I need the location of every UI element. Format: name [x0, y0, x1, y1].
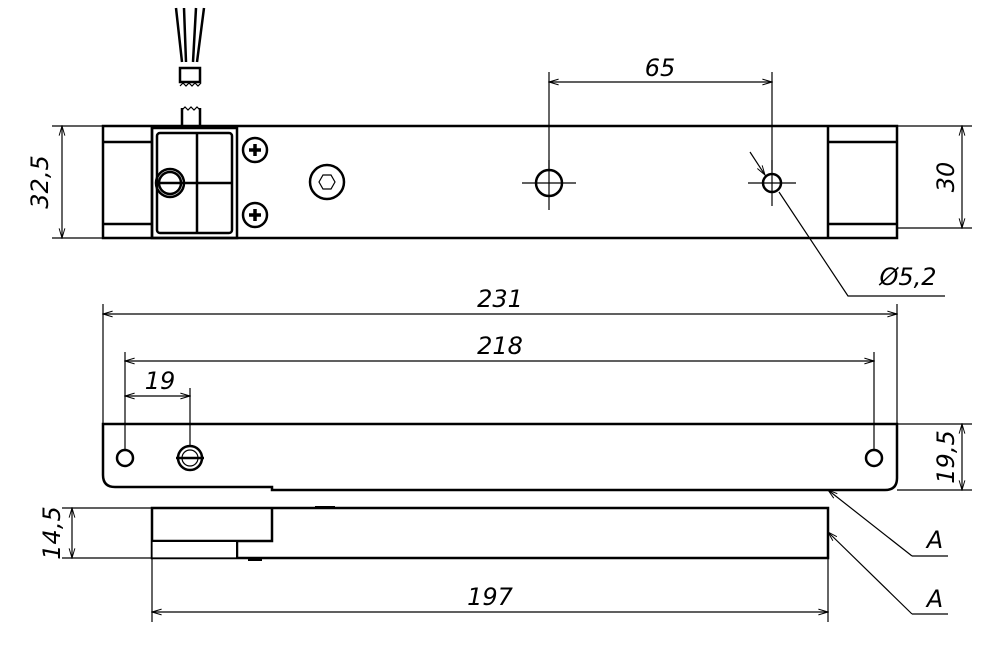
callout-label: A	[925, 585, 943, 613]
dimension-label: 32,5	[26, 155, 54, 208]
armature-plate	[150, 506, 830, 561]
dimension-19-5: 19,5	[897, 424, 972, 490]
screw-icon	[176, 444, 204, 472]
screw-icon	[241, 201, 269, 229]
dimension-label: 218	[477, 332, 523, 360]
dimension-diameter: Ø5,2	[749, 151, 945, 297]
dimension-14-5: 14,5	[38, 506, 237, 560]
side-view-body	[101, 422, 899, 492]
top-view-body	[101, 124, 899, 240]
dimension-32-5: 32,5	[26, 126, 103, 238]
dimension-label: 30	[932, 162, 960, 193]
mounting-hole	[115, 448, 135, 468]
hex-bolt-icon	[308, 163, 346, 201]
callout-a: A	[828, 532, 948, 615]
dimension-label: 231	[477, 285, 523, 313]
mounting-hole	[864, 448, 884, 468]
dimension-label: 19,5	[932, 430, 960, 483]
cable-icon	[174, 7, 206, 126]
dimension-65: 65	[549, 54, 772, 170]
dimension-19: 19	[125, 367, 190, 446]
dimension-231: 231	[103, 285, 897, 424]
dimension-label: 65	[645, 54, 676, 82]
dimension-label: Ø5,2	[878, 263, 936, 291]
dimension-label: 197	[467, 583, 514, 611]
dimension-30: 30	[897, 126, 972, 228]
dimension-label: 19	[145, 367, 176, 395]
dimension-218: 218	[125, 332, 874, 450]
callout-label: A	[925, 526, 943, 554]
dimension-label: 14,5	[38, 506, 66, 559]
screw-icon	[241, 136, 269, 164]
dimension-197: 197	[152, 558, 828, 622]
callout-a: A	[828, 490, 948, 557]
